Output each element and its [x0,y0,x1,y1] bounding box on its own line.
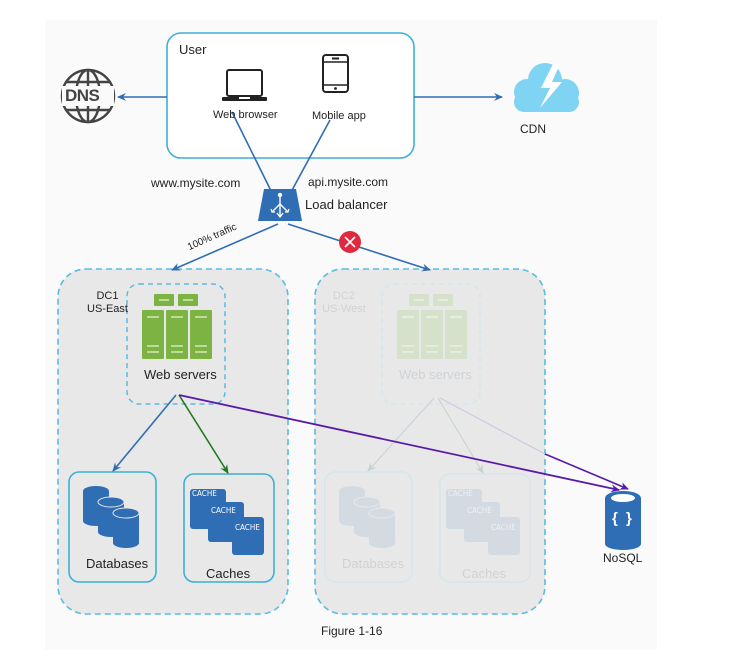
dns-label: DNS [65,86,100,105]
dc1-region: US-East [87,303,128,315]
mobile-app-label: Mobile app [312,110,366,122]
dc2-web-to-cache-arrow [437,397,484,474]
dc2-web-to-nosql-arrow-outside [544,453,629,490]
dc1-web-to-cache-arrow [178,394,229,474]
dc2-web-to-db-arrow [367,397,435,472]
dc2-web-servers-label: Web servers [399,367,472,382]
dc2-databases-box [324,471,413,583]
dc2-cache-tag-3: CACHE [491,523,516,532]
nosql-database-icon [605,491,641,550]
dc1-cache-tag-3: CACHE [235,523,260,532]
dc2-database-cylinders-icon [339,486,396,548]
dc2-cache-tag-2: CACHE [467,506,492,515]
cdn-label: CDN [520,122,546,136]
api-domain-label: api.mysite.com [308,175,389,189]
dc1-databases-label: Databases [86,556,149,571]
dc1-cache-tag-1: CACHE [192,489,217,498]
dc2-cache-tag-1: CACHE [448,489,473,498]
dc1-web-servers-label: Web servers [144,367,217,382]
web-domain-label: www.mysite.com [151,176,241,190]
dc1-caches-label: Caches [206,566,251,581]
lb-to-dc1-arrow [171,223,279,271]
dc1-caches-box [183,473,275,583]
dc2-web-servers-box [381,283,481,405]
nosql-label: NoSQL [603,551,643,565]
dc2-name-label: DC2 US-West [322,290,366,316]
load-balancer-icon [258,189,302,221]
laptop-icon [222,69,267,101]
cloud-lightning-icon [514,63,579,112]
dc2-name: DC2 [332,290,355,302]
error-x-icon [339,231,361,253]
dc1-web-servers-box [126,283,226,405]
dns-label-bg [62,86,114,106]
dc2-databases-label: Databases [342,556,405,571]
nosql-glyph: { } [612,510,634,527]
dc2-server-rack-icon [397,294,467,359]
figure-caption: Figure 1-16 [321,624,383,638]
dc2-cache-stack-icon [446,489,520,555]
dc2-web-to-nosql-arrow [439,397,546,455]
dc1-databases-box [68,471,157,583]
load-balancer-label: Load balancer [305,197,388,212]
dc1-cache-stack-icon [190,489,264,555]
user-box-title: User [179,42,207,57]
dc1-web-to-nosql-arrow [178,394,620,493]
dc2-region: US-West [322,303,366,315]
dc2-caches-box [439,473,531,583]
web-browser-label: Web browser [213,109,278,121]
dc1-cache-tag-2: CACHE [211,506,236,515]
dc1-name-label: DC1 US-East [87,290,128,316]
dc1-web-to-db-arrow [112,394,177,472]
dc1-database-cylinders-icon [83,486,140,548]
user-box [166,32,415,159]
smartphone-icon [322,54,349,93]
dc1-name: DC1 [96,290,119,302]
dc1-server-rack-icon [142,294,212,359]
dc2-caches-label: Caches [462,566,507,581]
